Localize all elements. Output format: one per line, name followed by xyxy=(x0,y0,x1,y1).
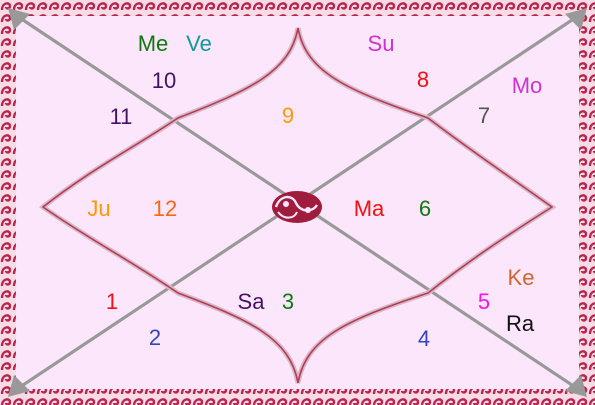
planet-su: Su xyxy=(368,33,395,55)
house-number-10: 10 xyxy=(152,70,176,92)
house-number-6: 6 xyxy=(419,198,431,220)
house-number-3: 3 xyxy=(282,291,294,313)
planet-ve: Ve xyxy=(186,33,212,55)
house-number-11: 11 xyxy=(110,106,133,128)
house-number-12: 12 xyxy=(153,198,177,220)
planet-ke: Ke xyxy=(508,267,535,289)
house-number-9: 9 xyxy=(282,105,294,127)
house-number-8: 8 xyxy=(417,69,429,91)
house-number-5: 5 xyxy=(478,291,490,313)
planet-me: Me xyxy=(138,33,169,55)
house-number-4: 4 xyxy=(418,328,430,350)
planet-ra: Ra xyxy=(506,313,534,335)
house-number-2: 2 xyxy=(149,327,161,349)
house-number-1: 1 xyxy=(106,291,118,313)
planet-ma: Ma xyxy=(354,198,385,220)
planet-mo: Mo xyxy=(512,75,543,97)
house-number-7: 7 xyxy=(478,105,490,127)
center-emblem xyxy=(272,191,322,223)
planet-sa: Sa xyxy=(238,291,265,313)
planet-ju: Ju xyxy=(87,198,110,220)
